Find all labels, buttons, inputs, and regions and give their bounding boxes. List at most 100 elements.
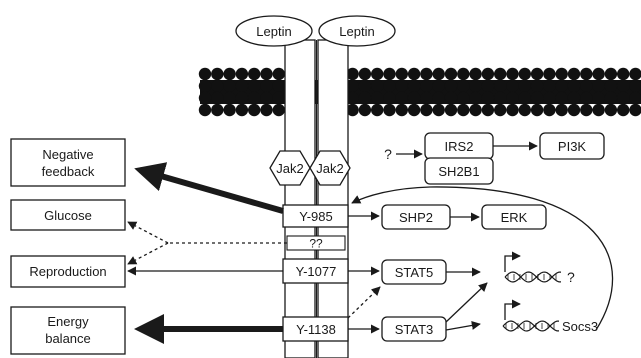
lipid-head — [469, 79, 482, 93]
site-unknown: ?? — [286, 235, 346, 251]
lipid-head — [457, 103, 470, 117]
lipid-head — [223, 103, 236, 117]
lipid-head — [580, 67, 593, 81]
lipid-head — [592, 91, 605, 105]
receptor-chain-left — [284, 39, 316, 358]
lipid-head — [407, 103, 421, 117]
site-y985-label: Y-985 — [299, 209, 333, 224]
lipid-head — [432, 103, 445, 117]
lipid-head — [469, 67, 482, 81]
socs3-label: Socs3 — [562, 319, 598, 334]
jak2-left-label: Jak2 — [276, 161, 303, 176]
dna-strand — [504, 271, 561, 283]
lipid-head — [567, 67, 581, 81]
lipid-head — [481, 103, 495, 117]
lipid-head — [629, 79, 641, 93]
erk-label: ERK — [501, 210, 528, 225]
lipid-head — [248, 91, 261, 105]
lipid-head — [223, 67, 236, 81]
lipid-head — [592, 103, 605, 117]
lipid-head — [235, 67, 249, 81]
negative-feedback-line2: feedback — [42, 164, 95, 179]
negative-feedback-line1: Negative — [42, 147, 93, 162]
site-y1077: Y-1077 — [282, 258, 349, 284]
lipid-head — [567, 91, 581, 105]
dna-strand — [504, 271, 561, 283]
lipid-head — [604, 91, 618, 105]
shp2-label: SHP2 — [399, 210, 433, 225]
lipid-head — [420, 91, 433, 105]
lipid-head — [604, 67, 618, 81]
lipid-head — [444, 67, 458, 81]
lipid-head — [580, 103, 593, 117]
glucose-label: Glucose — [44, 208, 92, 223]
lipid-head — [407, 79, 421, 93]
lipid-head — [629, 67, 641, 81]
lipid-head — [432, 67, 445, 81]
lipid-head — [555, 67, 568, 81]
gene-socs3: Socs3 — [502, 299, 598, 334]
arrow-socs3-feedback — [351, 186, 614, 331]
leptin-receptor — [284, 39, 349, 358]
lipid-head — [223, 91, 236, 105]
reproduction-label: Reproduction — [29, 264, 106, 279]
lipid-head — [395, 67, 408, 81]
lipid-head — [457, 91, 470, 105]
arrows — [127, 141, 614, 344]
lipid-head — [494, 67, 507, 81]
arrow-unknown-glucose — [127, 221, 169, 244]
lipid-head — [469, 91, 482, 105]
lipid-head — [211, 67, 224, 81]
lipid-head — [395, 79, 408, 93]
gene-unknown: ? — [504, 251, 575, 285]
lipid-head — [407, 91, 421, 105]
lipid-head — [629, 91, 641, 105]
lipid-head — [371, 79, 384, 93]
energy-balance-line1: Energy — [47, 314, 89, 329]
lipid-head — [248, 103, 261, 117]
lipid-head — [469, 103, 482, 117]
lipid-head — [506, 103, 519, 117]
arrow-y985-negative-feedback — [134, 162, 284, 214]
lipid-head — [198, 91, 212, 105]
lipid-head — [272, 91, 285, 105]
lipid-head — [371, 67, 384, 81]
lipid-head — [518, 67, 531, 81]
lipid-head — [444, 103, 458, 117]
lipid-head — [518, 79, 531, 93]
leptin-left-label: Leptin — [256, 24, 291, 39]
lipid-head — [481, 79, 495, 93]
lipid-head — [395, 91, 408, 105]
lipid-head — [457, 67, 470, 81]
site-y985: Y-985 — [282, 204, 349, 228]
lipid-head — [235, 103, 249, 117]
lipid-head — [567, 103, 581, 117]
jak2-left: Jak2 — [269, 150, 311, 186]
lipid-head — [248, 79, 261, 93]
cell-membrane — [198, 67, 641, 117]
lipid-head — [432, 79, 445, 93]
lipid-head — [518, 91, 531, 105]
lipid-head — [198, 79, 212, 93]
dna-strand — [502, 320, 559, 332]
leptin-right-label: Leptin — [339, 24, 374, 39]
box-shp2: SHP2 — [381, 204, 451, 230]
lipid-head — [444, 79, 458, 93]
lipid-head — [211, 79, 224, 93]
lipid-head — [211, 103, 224, 117]
arrow-stat3-gene-unknown — [445, 282, 488, 323]
box-reproduction: Reproduction — [10, 255, 126, 288]
lipid-head — [420, 79, 433, 93]
lipid-head — [494, 103, 507, 117]
leptin-ligand-left: Leptin — [235, 15, 313, 47]
lipid-head — [248, 67, 261, 81]
lipid-head — [580, 91, 593, 105]
lipid-head — [383, 103, 396, 117]
box-sh2b1: SH2B1 — [424, 157, 494, 185]
gene-unknown-label: ? — [567, 269, 575, 285]
energy-balance-line2: balance — [45, 331, 91, 346]
lipid-head — [506, 67, 519, 81]
lipid-head — [260, 67, 273, 81]
lipid-head — [383, 67, 396, 81]
